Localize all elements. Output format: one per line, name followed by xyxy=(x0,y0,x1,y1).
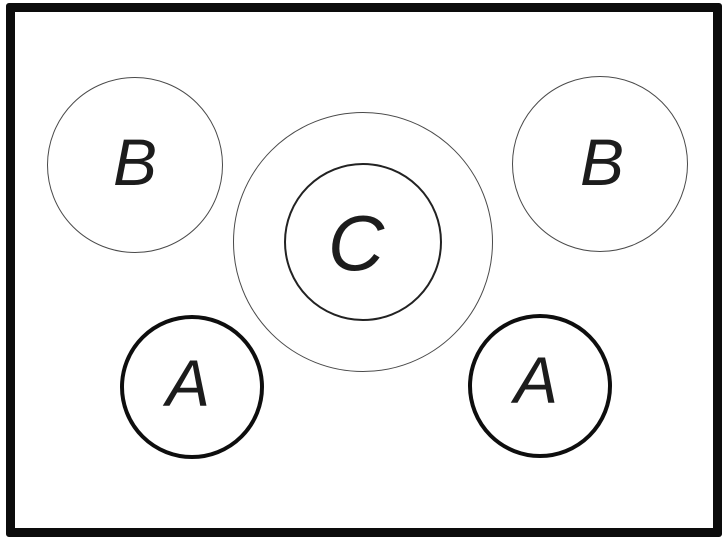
circle-a-bottom-left: A xyxy=(120,315,264,459)
circle-a-bottom-left-label: A xyxy=(165,346,211,420)
circle-b-top-right-label: B xyxy=(579,125,625,199)
circle-c-label: C xyxy=(327,199,385,287)
circle-a-bottom-right-label: A xyxy=(513,343,559,417)
circle-c-inner: C xyxy=(284,163,442,321)
circle-c-outer-ring xyxy=(233,112,493,372)
circle-b-top-right: B xyxy=(512,76,688,252)
outer-border-frame xyxy=(6,3,722,537)
circle-a-bottom-right: A xyxy=(468,314,612,458)
circle-b-top-left: B xyxy=(47,77,223,253)
circle-b-top-left-label: B xyxy=(112,125,158,199)
